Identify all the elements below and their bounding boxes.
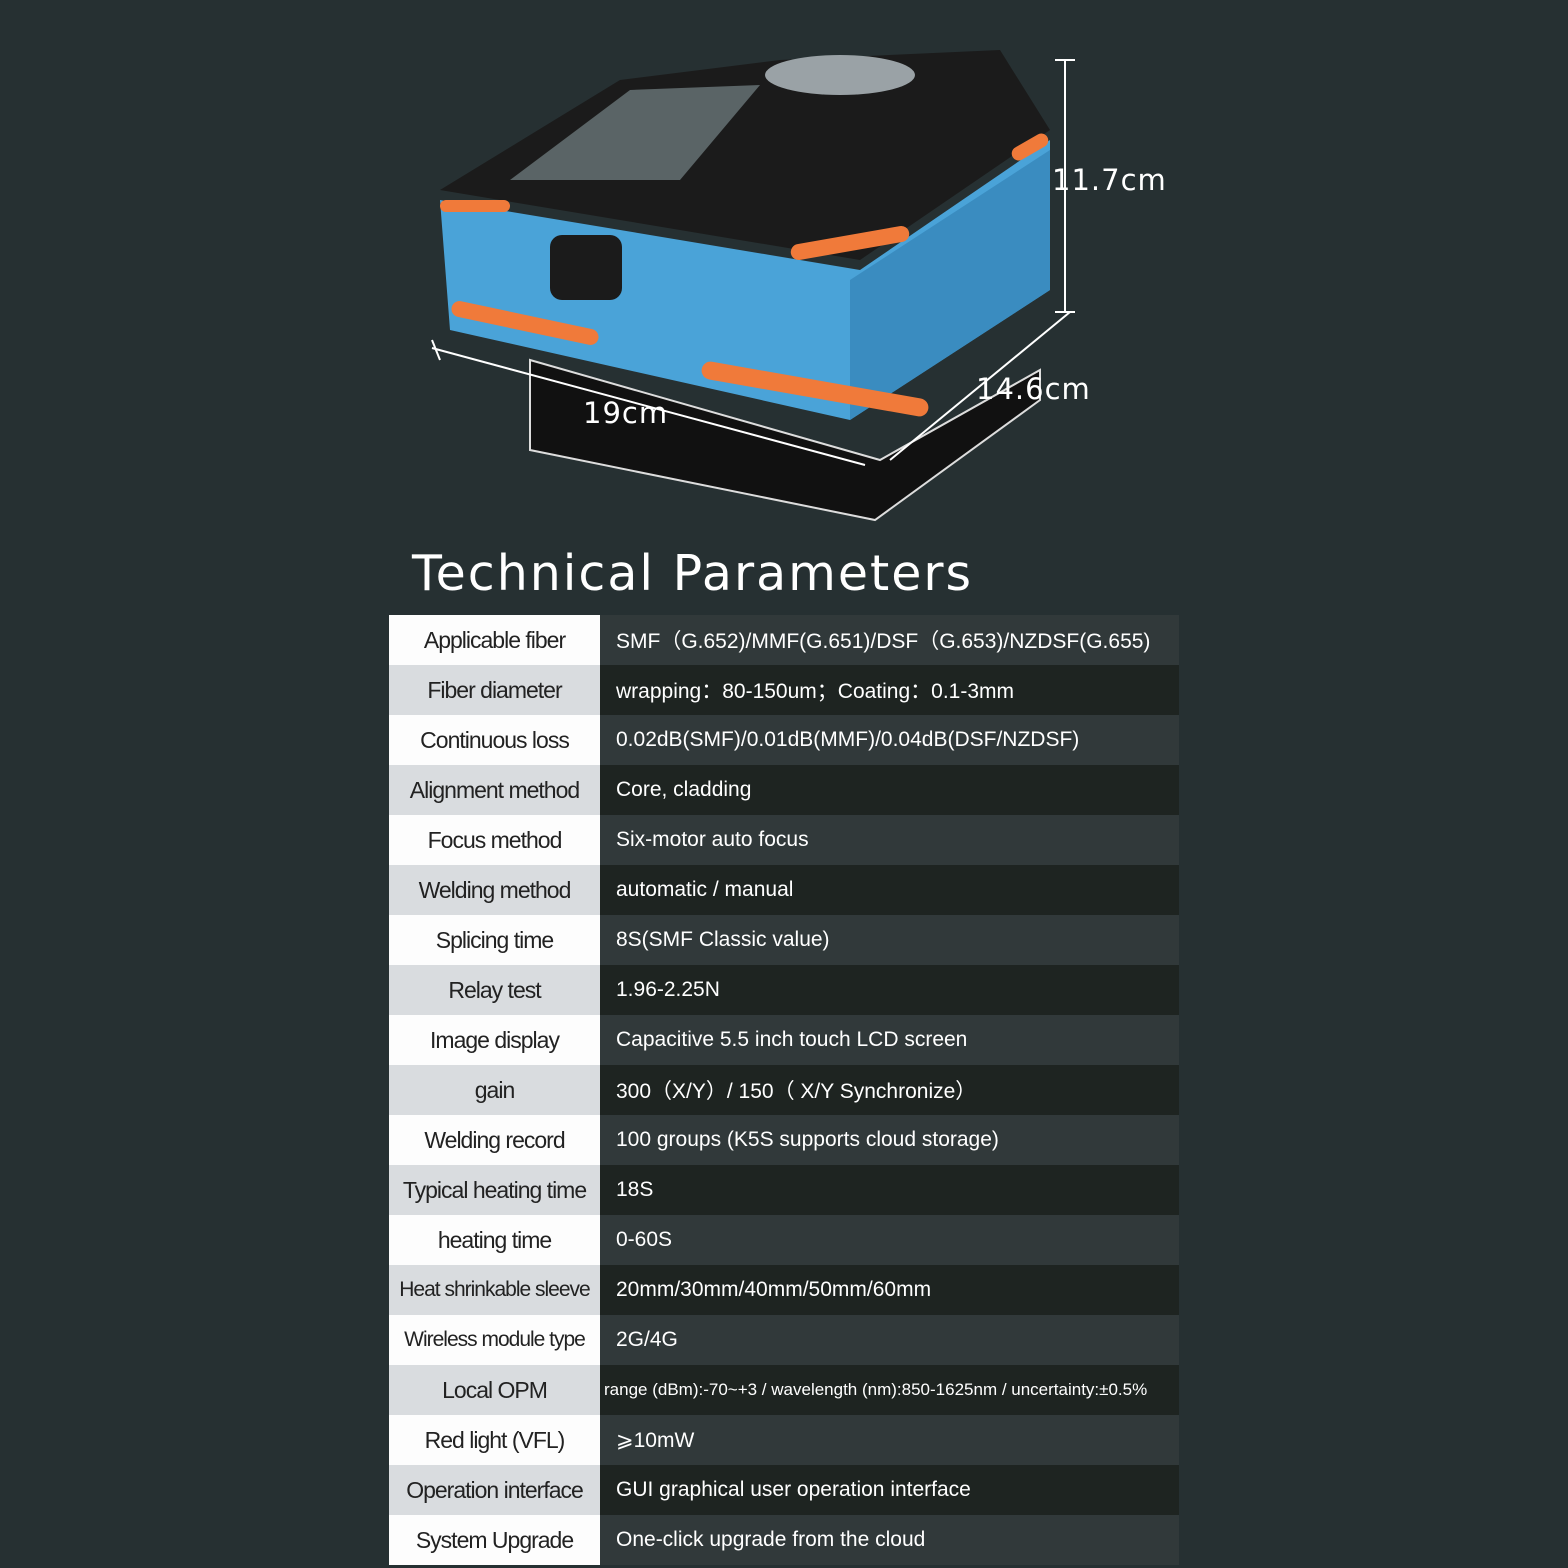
param-label: Alignment method (389, 765, 600, 815)
param-label: Heat shrinkable sleeve (389, 1265, 600, 1315)
param-value: 1.96-2.25N (600, 965, 1179, 1015)
param-label: System Upgrade (389, 1515, 600, 1565)
param-label: Relay test (389, 965, 600, 1015)
section-title: Technical Parameters (412, 545, 974, 602)
param-value: SMF（G.652)/MMF(G.651)/DSF（G.653)/NZDSF(G… (600, 615, 1179, 665)
param-value: 20mm/30mm/40mm/50mm/60mm (600, 1265, 1179, 1315)
param-value: ⩾10mW (600, 1415, 1179, 1465)
param-label: Applicable fiber (389, 615, 600, 665)
param-label: Red light (VFL) (389, 1415, 600, 1465)
param-value: One-click upgrade from the cloud (600, 1515, 1179, 1565)
param-value: 0.02dB(SMF)/0.01dB(MMF)/0.04dB(DSF/NZDSF… (600, 715, 1179, 765)
param-value: automatic / manual (600, 865, 1179, 915)
param-value: 100 groups (K5S supports cloud storage) (600, 1115, 1179, 1165)
width-dimension-label: 19cm (583, 396, 669, 430)
param-label: Typical heating time (389, 1165, 600, 1215)
param-label: Splicing time (389, 915, 600, 965)
param-value: Core, cladding (600, 765, 1179, 815)
param-value: GUI graphical user operation interface (600, 1465, 1179, 1515)
fusion-splicer-image (431, 50, 1075, 522)
param-label: Local OPM (389, 1365, 600, 1415)
param-label: Focus method (389, 815, 600, 865)
param-value: wrapping：80-150um；Coating：0.1-3mm (600, 665, 1179, 715)
param-value: 300（X/Y）/ 150（ X/Y Synchronize） (600, 1065, 1179, 1115)
param-label: Image display (389, 1015, 600, 1065)
param-label: Operation interface (389, 1465, 600, 1515)
param-value: 8S(SMF Classic value) (600, 915, 1179, 965)
param-label: gain (389, 1065, 600, 1115)
param-value: Six-motor auto focus (600, 815, 1179, 865)
param-value: Capacitive 5.5 inch touch LCD screen (600, 1015, 1179, 1065)
param-value: range (dBm):-70~+3 / wavelength (nm):850… (600, 1365, 1179, 1415)
param-label: Welding method (389, 865, 600, 915)
param-label: heating time (389, 1215, 600, 1265)
param-label: Continuous loss (389, 715, 600, 765)
param-label: Wireless module type (389, 1315, 600, 1365)
param-label: Welding record (389, 1115, 600, 1165)
param-label: Fiber diameter (389, 665, 600, 715)
param-value: 18S (600, 1165, 1179, 1215)
table-row: Red light (VFL)⩾10mW (389, 1415, 1179, 1465)
param-value: 2G/4G (600, 1315, 1179, 1365)
param-value: 0-60S (600, 1215, 1179, 1265)
height-dimension-label: 11.7cm (1052, 163, 1167, 197)
depth-dimension-label: 14.6cm (976, 372, 1091, 406)
